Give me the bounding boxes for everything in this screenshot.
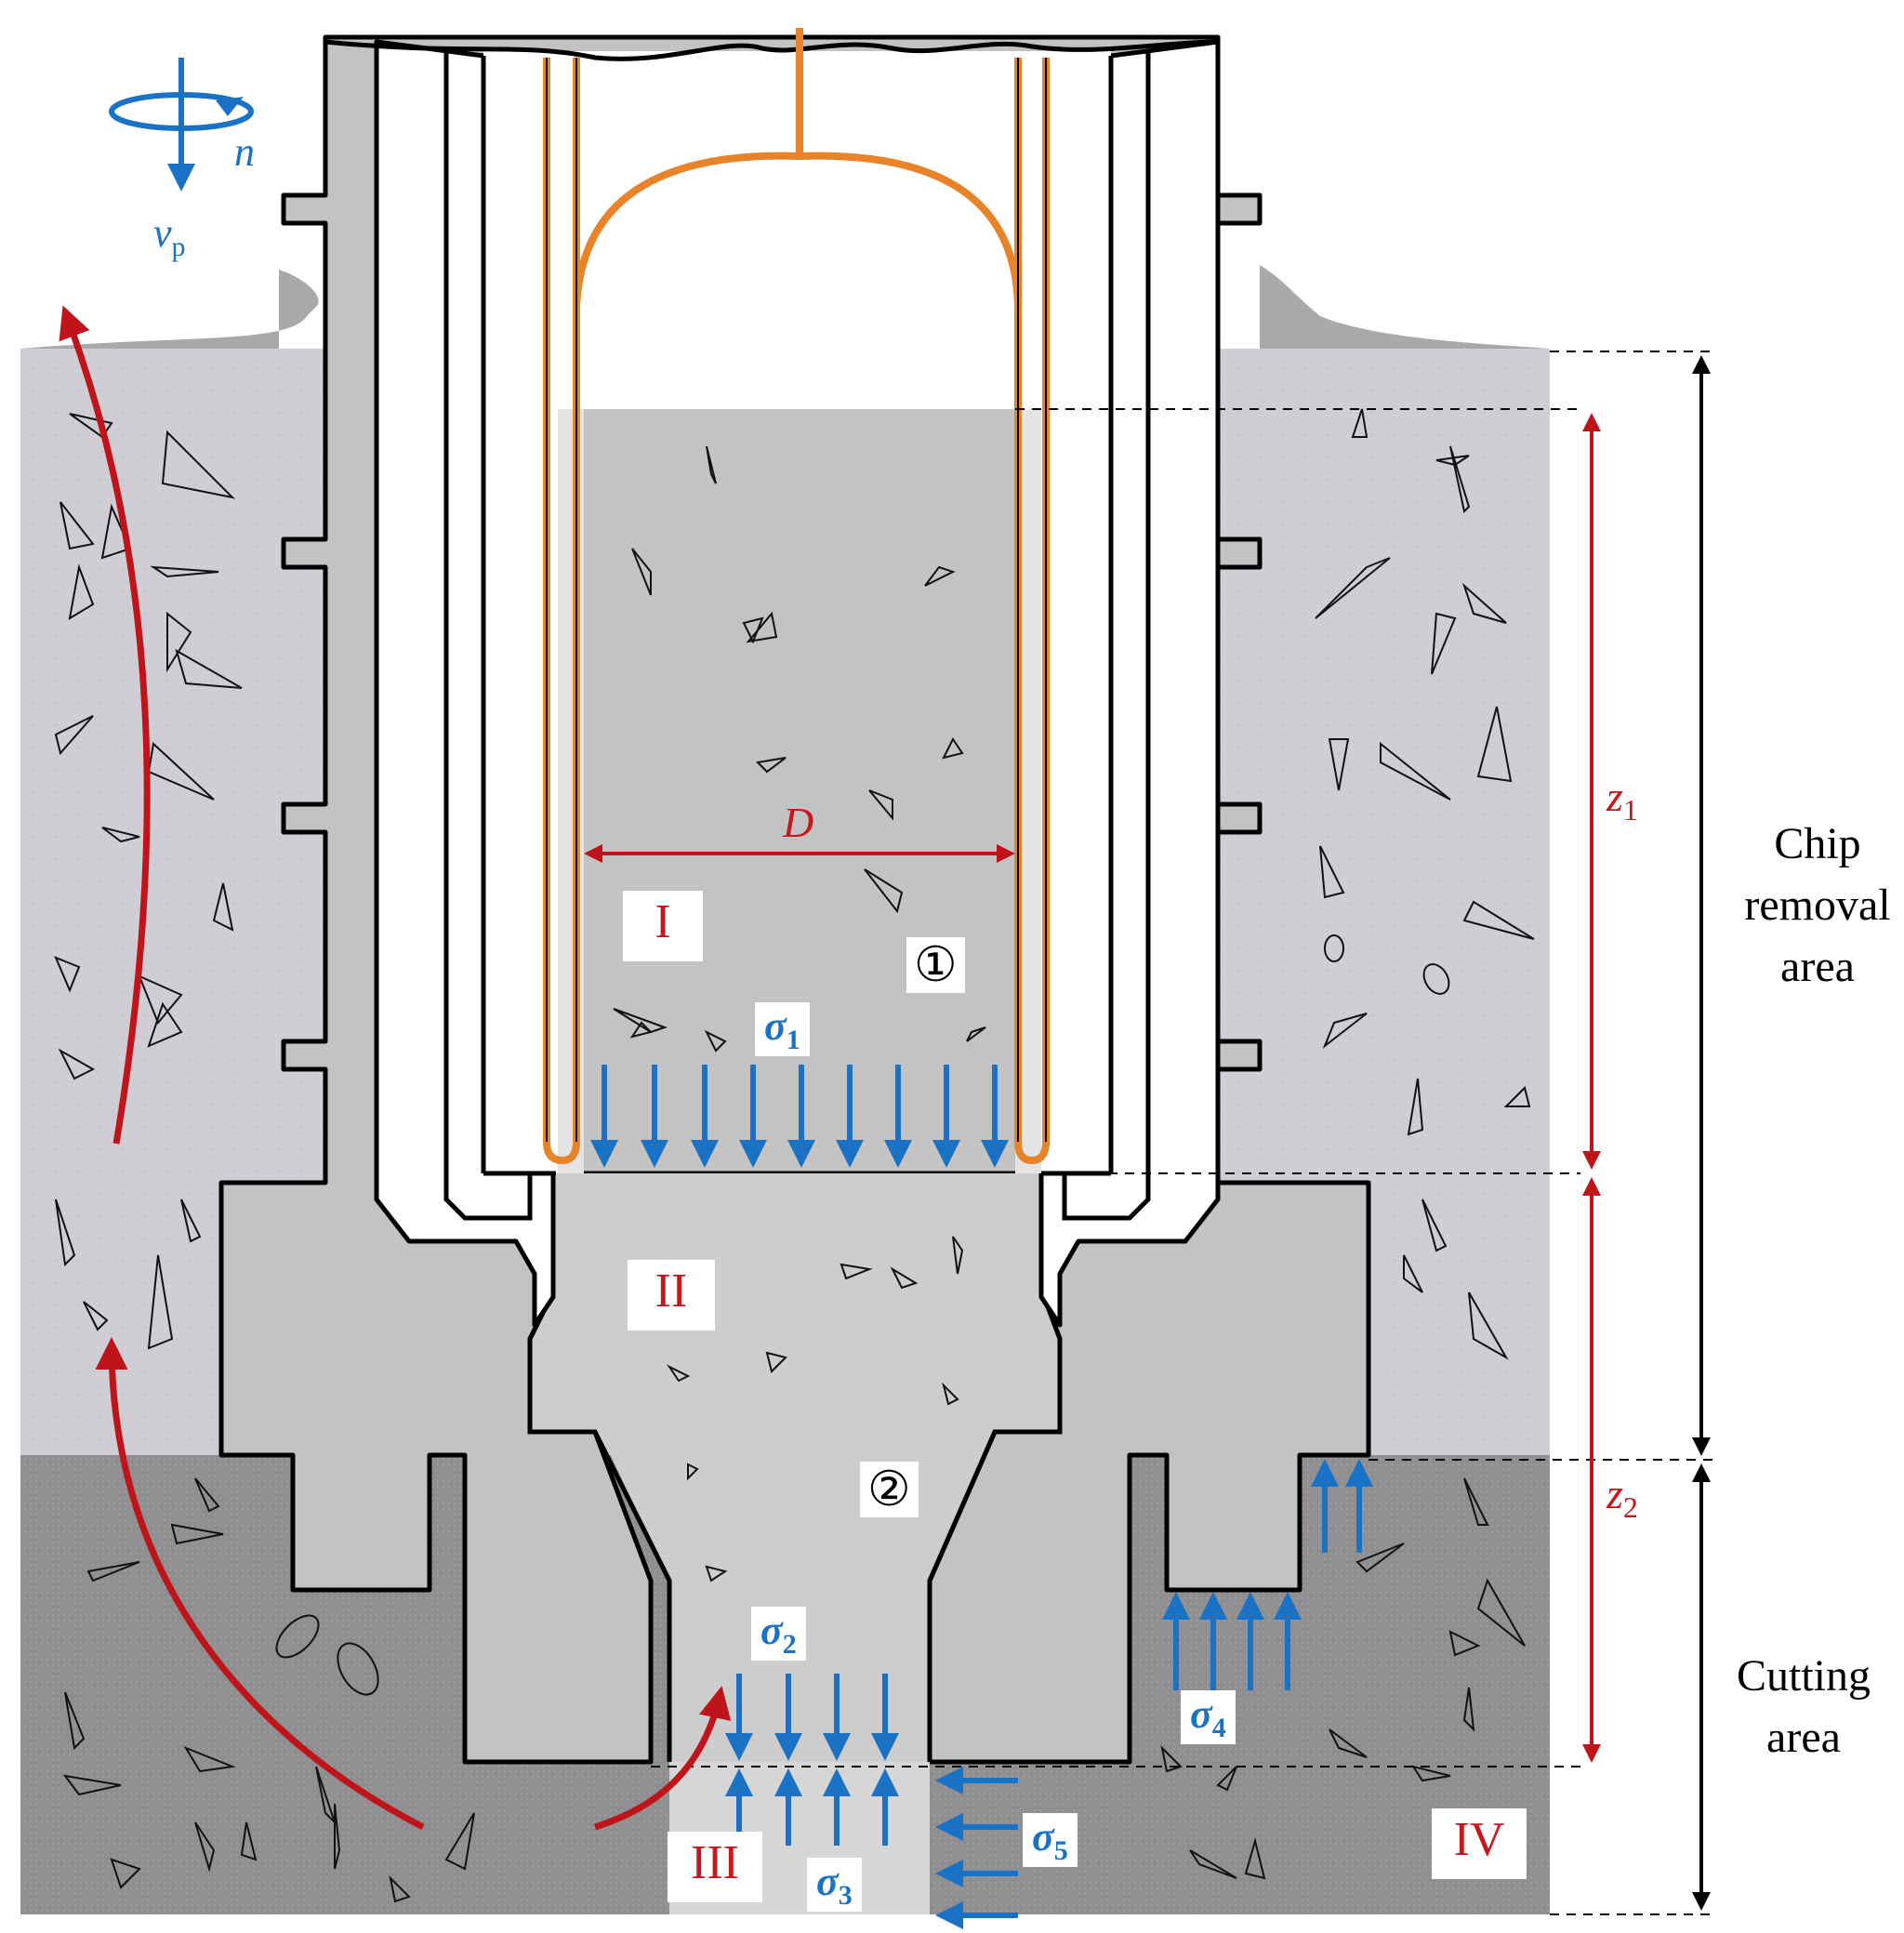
z1-label: z1 <box>1606 773 1638 827</box>
zone-III-label: III <box>668 1832 762 1902</box>
rotation-label: n <box>234 129 255 175</box>
zone-IV-label: IV <box>1432 1808 1527 1879</box>
zone-I-label: I <box>623 891 703 961</box>
sigma-3-label: σ3 <box>807 1858 862 1912</box>
soil-heap-left <box>20 270 319 349</box>
chip-removal-area-label: Chip removal area <box>1744 819 1891 991</box>
z2-label: z2 <box>1606 1470 1638 1525</box>
cutting-area-label: Cutting area <box>1736 1651 1871 1762</box>
dimension-arrows <box>584 355 1711 1911</box>
feed-label: vp <box>153 210 186 262</box>
zone-circle-1-label: ① <box>906 937 965 993</box>
stress-arrows <box>590 1065 1373 1929</box>
chip-fragments-lower <box>62 1477 1526 1903</box>
diameter-label: D <box>783 799 814 846</box>
sigma-2-label: σ2 <box>751 1607 806 1661</box>
sampler-tube <box>543 28 1050 1165</box>
pebbles <box>275 934 1450 1696</box>
soil-heap-right <box>1260 265 1550 349</box>
sigma-4-label: σ4 <box>1181 1690 1236 1744</box>
chip-flow-arrows <box>59 305 732 1831</box>
sigma-5-label: σ5 <box>1023 1813 1078 1867</box>
reference-lines <box>651 351 1715 1915</box>
sigma-1-label: σ1 <box>755 1002 810 1056</box>
zone-II-label: II <box>628 1260 715 1331</box>
zone-circle-2-label: ② <box>860 1462 919 1517</box>
chip-fragments <box>54 408 1535 1582</box>
